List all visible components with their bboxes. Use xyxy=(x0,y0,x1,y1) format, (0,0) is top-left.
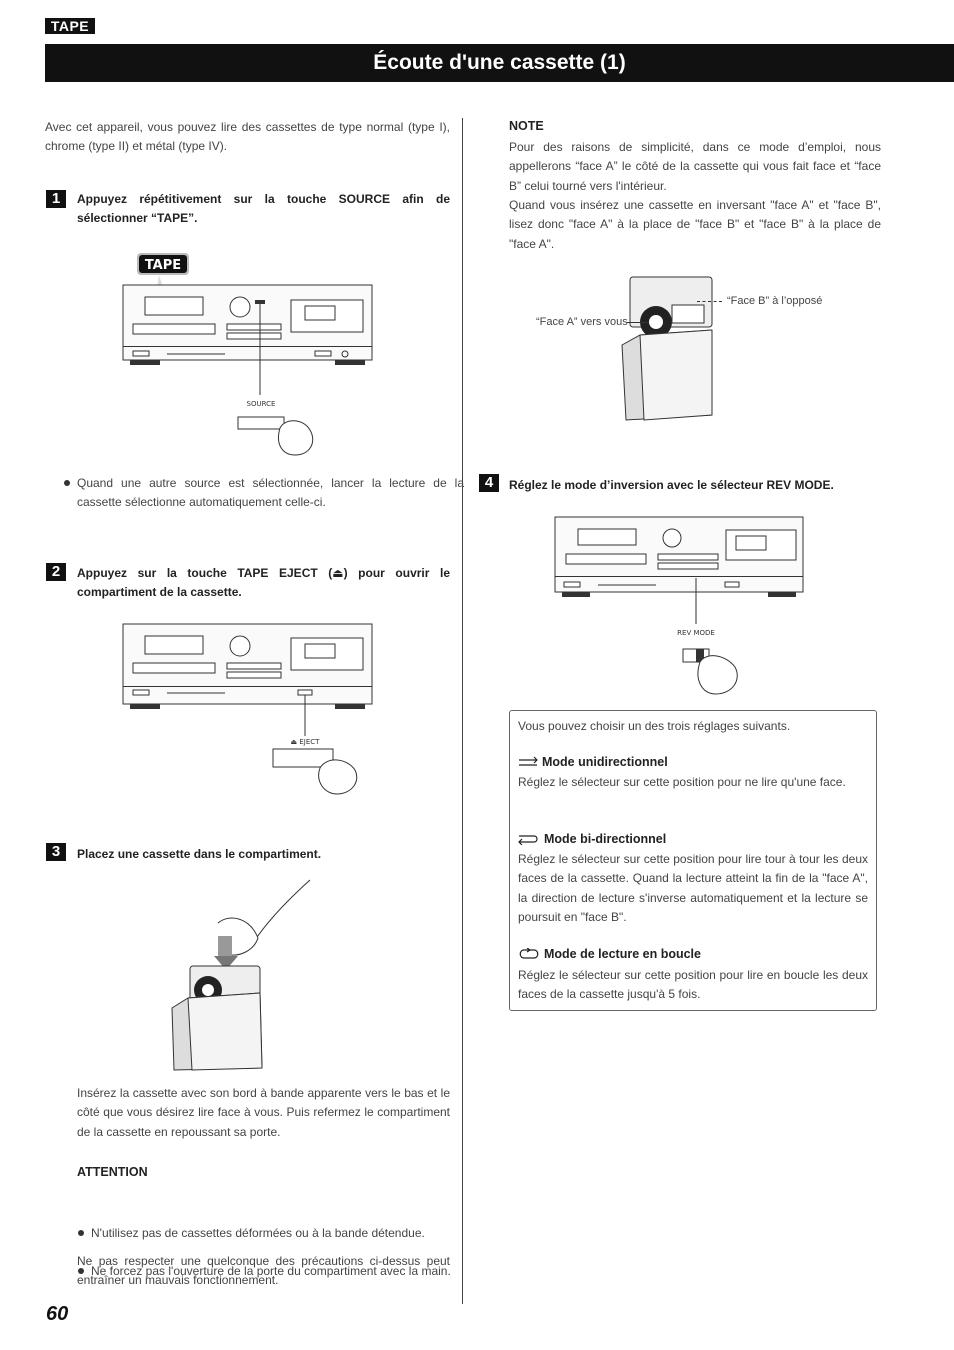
attention-warning: Ne pas respecter une quelconque des préc… xyxy=(77,1254,450,1288)
mode-2-text: Réglez le sélecteur sur cette position p… xyxy=(518,852,868,924)
eject-figure: ⏏ EJECT xyxy=(122,623,373,795)
tape-tag: TAPE xyxy=(45,18,95,34)
step-3-number: 3 xyxy=(46,843,66,861)
mode-3-text: Réglez le sélecteur sur cette position p… xyxy=(518,968,868,1002)
step-2-number: 2 xyxy=(46,563,66,581)
face-b-label: “Face B” à l’opposé xyxy=(727,295,823,307)
mode-2-title: Mode bi-directionnel xyxy=(544,832,667,846)
mode-1-heading: Mode unidirectionnel xyxy=(518,755,668,769)
face-b-pointer xyxy=(697,301,722,302)
page-title: Écoute d'une cassette (1) xyxy=(45,44,954,82)
step-4-text: Réglez le mode d’inversion avec le sélec… xyxy=(509,478,834,492)
face-a-label: “Face A” vers vous xyxy=(536,316,628,328)
step-4-number: 4 xyxy=(479,474,499,492)
step-1-number: 1 xyxy=(46,190,66,208)
source-figure: TAPE SOURCE xyxy=(122,253,373,456)
cassette-sides-figure xyxy=(621,276,713,421)
face-a-pointer xyxy=(627,322,649,323)
modes-intro: Vous pouvez choisir un des trois réglage… xyxy=(518,719,791,733)
step-3-text: Placez une cassette dans le compartiment… xyxy=(77,847,322,861)
step-2-text: Appuyez sur la touche TAPE EJECT (⏏) pou… xyxy=(77,566,450,599)
step-1-bullet: Quand une autre source est sélectionnée,… xyxy=(63,474,464,513)
step-3-paragraph: Insérez la cassette avec son bord à band… xyxy=(77,1086,450,1139)
two-way-icon xyxy=(518,835,538,845)
eject-label: ⏏ EJECT xyxy=(291,738,321,746)
mode-3-heading: Mode de lecture en boucle xyxy=(518,947,701,961)
attention-item-1: N'utilisez pas de cassettes déformées ou… xyxy=(77,1224,464,1243)
one-way-icon xyxy=(519,756,538,766)
cassette-insert-figure xyxy=(171,879,311,1071)
mode-2-heading: Mode bi-directionnel xyxy=(518,832,666,846)
mode-1-title: Mode unidirectionnel xyxy=(542,755,668,769)
source-label: SOURCE xyxy=(247,400,276,408)
attention-heading: ATTENTION xyxy=(77,1165,148,1179)
step-1-text: Appuyez répétitivement sur la touche SOU… xyxy=(77,192,450,225)
rev-mode-options-box: Vous pouvez choisir un des trois réglage… xyxy=(509,710,877,1011)
note-paragraph-1: Pour des raisons de simplicité, dans ce … xyxy=(509,140,881,193)
intro-text: Avec cet appareil, vous pouvez lire des … xyxy=(45,120,450,154)
rev-mode-figure: REV MODE xyxy=(554,516,804,695)
figure-tape-tag: TAPE xyxy=(145,258,181,273)
note-heading: NOTE xyxy=(509,119,544,133)
rev-mode-label: REV MODE xyxy=(677,629,715,637)
page-number: 60 xyxy=(46,1303,69,1325)
column-divider xyxy=(462,118,463,1304)
note-paragraph-2: Quand vous insérez une cassette en inver… xyxy=(509,198,881,251)
mode-3-title: Mode de lecture en boucle xyxy=(544,947,701,961)
loop-icon xyxy=(519,948,539,959)
attention-item-2: Ne forcez pas l'ouverture de la porte du… xyxy=(77,1262,464,1281)
mode-1-text: Réglez le sélecteur sur cette position p… xyxy=(518,775,846,789)
